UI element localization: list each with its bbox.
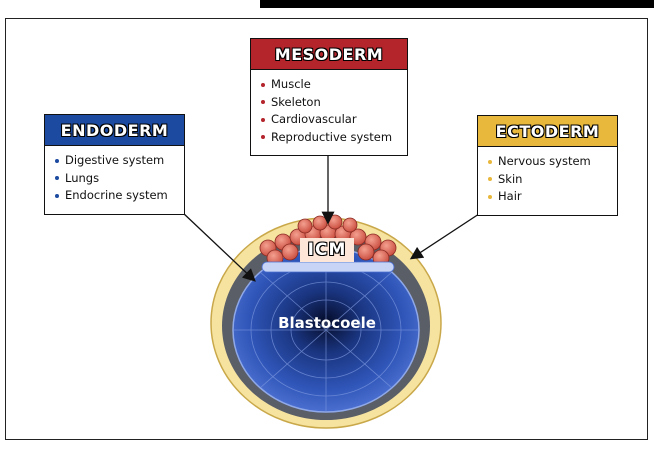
- list-item: Reproductive system: [261, 129, 407, 147]
- bullet-icon: [261, 135, 265, 140]
- icm-label: ICM: [300, 238, 354, 262]
- list-item: Lungs: [55, 170, 184, 188]
- list-item: Digestive system: [55, 152, 184, 170]
- mesoderm-box: MESODERM Muscle Skeleton Cardiovascular …: [250, 38, 408, 156]
- bullet-icon: [55, 176, 59, 181]
- arrow-endoderm: [181, 211, 256, 282]
- blastocoele-label: Blastocoele: [278, 314, 376, 332]
- bullet-icon: [55, 158, 59, 163]
- ectoderm-box: ECTODERM Nervous system Skin Hair: [477, 115, 618, 216]
- bullet-icon: [261, 117, 265, 122]
- bullet-icon: [488, 159, 492, 164]
- mesoderm-list: Muscle Skeleton Cardiovascular Reproduct…: [251, 76, 407, 146]
- list-item: Cardiovascular: [261, 111, 407, 129]
- ectoderm-list: Nervous system Skin Hair: [478, 153, 617, 206]
- arrow-ectoderm: [409, 211, 483, 260]
- ectoderm-title: ECTODERM: [478, 116, 617, 147]
- list-item: Hair: [488, 188, 617, 206]
- list-item: Skin: [488, 171, 617, 189]
- endoderm-title: ENDODERM: [45, 115, 184, 146]
- list-item: Muscle: [261, 76, 407, 94]
- bullet-icon: [488, 194, 492, 199]
- icm-base-cells: [261, 261, 395, 273]
- list-item: Endocrine system: [55, 187, 184, 205]
- list-item: Nervous system: [488, 153, 617, 171]
- bullet-icon: [488, 177, 492, 182]
- top-clipped-banner: [260, 0, 654, 8]
- list-item: Skeleton: [261, 94, 407, 112]
- bullet-icon: [55, 193, 59, 198]
- mesoderm-title: MESODERM: [251, 39, 407, 70]
- endoderm-box: ENDODERM Digestive system Lungs Endocrin…: [44, 114, 185, 215]
- bullet-icon: [261, 82, 265, 87]
- bullet-icon: [261, 100, 265, 105]
- endoderm-list: Digestive system Lungs Endocrine system: [45, 152, 184, 205]
